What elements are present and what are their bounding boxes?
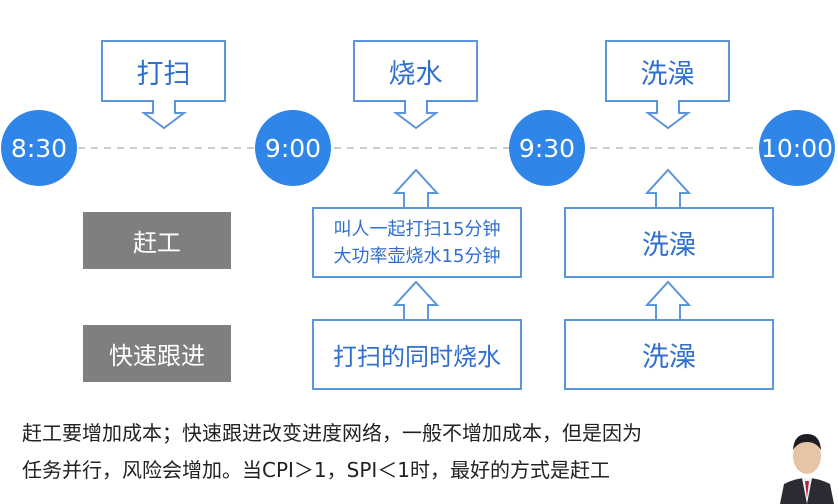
time-circle-1000 (759, 110, 835, 186)
fast-tracking-right-text: 洗澡 (642, 342, 696, 373)
time-label: 9:30 (518, 133, 576, 163)
crashing-right-text: 洗澡 (642, 230, 696, 261)
crashing-label-box (83, 212, 231, 269)
fast-tracking-label-box (83, 325, 231, 382)
up-arrow-middle-2 (392, 280, 440, 320)
callout-boil (353, 40, 478, 130)
fast-tracking-middle-box (312, 319, 522, 390)
caption: 赶工要增加成本；快速跟进改变进度网络，一般不增加成本，但是因为 任务并行，风险会… (22, 415, 792, 489)
time-circle-830 (1, 110, 77, 186)
caption-line-2: 任务并行，风险会增加。当CPI＞1，SPI＜1时，最好的方式是赶工 (22, 458, 611, 482)
up-arrow-middle-1 (392, 168, 440, 208)
time-label: 9:00 (264, 133, 322, 163)
time-circle-930 (509, 110, 585, 186)
time-circle-900 (255, 110, 331, 186)
time-label: 10:00 (760, 133, 834, 163)
task-label-clean: 打扫 (136, 58, 191, 90)
crashing-right-box (564, 207, 774, 278)
crashing-label: 赶工 (133, 229, 181, 257)
caption-line-1: 赶工要增加成本；快速跟进改变进度网络，一般不增加成本，但是因为 (22, 421, 642, 445)
callout-clean (101, 40, 226, 130)
crashing-middle-line-2: 大功率壶烧水15分钟 (333, 245, 501, 267)
time-label: 8:30 (10, 133, 68, 163)
fast-tracking-right-box (564, 319, 774, 390)
task-label-boil: 烧水 (388, 58, 443, 90)
task-label-shower: 洗澡 (640, 58, 695, 90)
fast-tracking-middle-text: 打扫的同时烧水 (333, 343, 501, 371)
crashing-middle-text: 叫人一起打扫15分钟 大功率壶烧水15分钟 (313, 208, 521, 277)
up-arrow-right-1 (644, 168, 692, 208)
presenter-thumbnail (776, 418, 838, 504)
up-arrow-right-2 (644, 280, 692, 320)
callout-shower (605, 40, 730, 130)
crashing-middle-box (312, 207, 522, 278)
fast-tracking-label: 快速跟进 (109, 342, 205, 370)
crashing-middle-line-1: 叫人一起打扫15分钟 (333, 218, 501, 240)
